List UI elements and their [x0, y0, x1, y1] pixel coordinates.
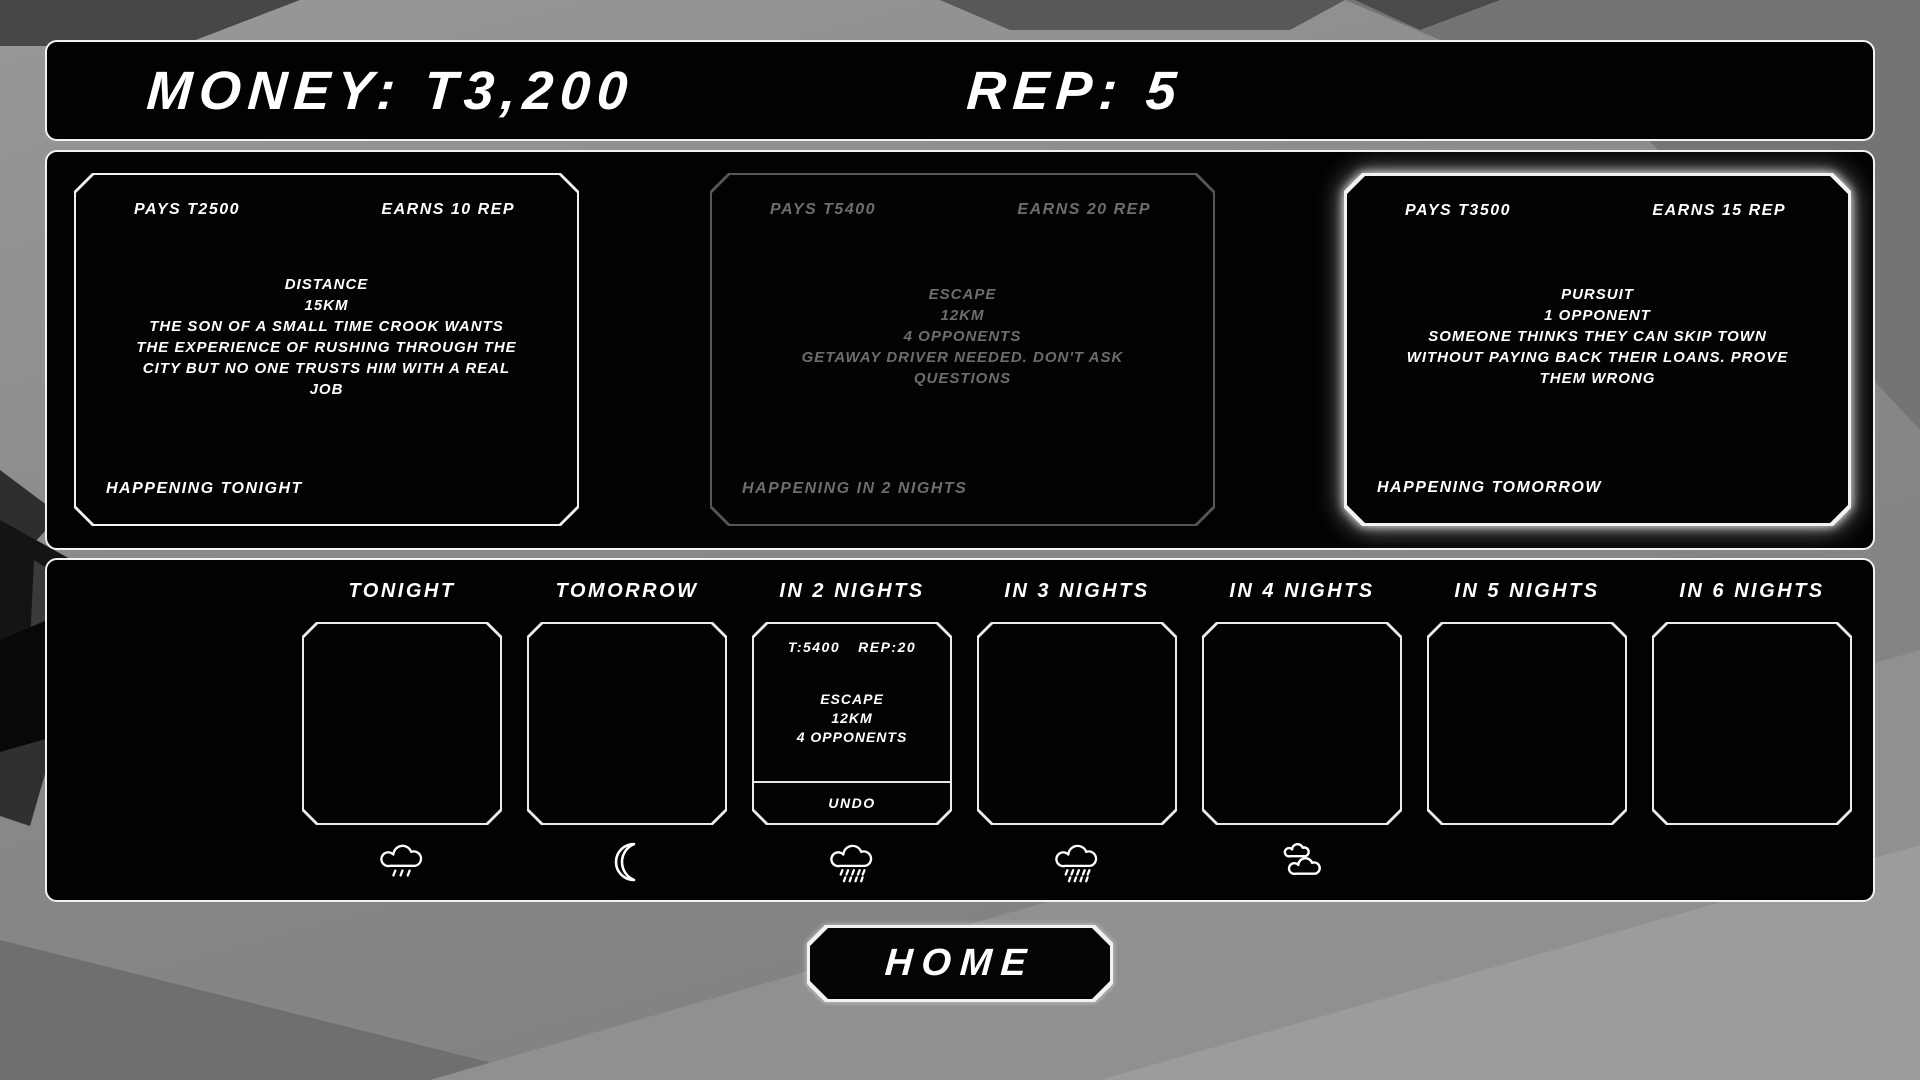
- booking-line: ESCAPE: [820, 690, 884, 707]
- booking-line: 4 OPPONENTS: [796, 728, 908, 745]
- job-desc-line: WITHOUT PAYING BACK THEIR LOANS. PROVE: [1406, 349, 1789, 366]
- rain-heavy-icon: [752, 840, 952, 886]
- home-button[interactable]: HOME: [807, 925, 1113, 1002]
- job-card-frame: PAYS T2500 EARNS 10 REP DISTANCE 15KM TH…: [74, 173, 579, 526]
- schedule-slot[interactable]: [1427, 622, 1627, 825]
- job-pays: PAYS T3500: [1405, 202, 1512, 219]
- schedule-slot[interactable]: [302, 622, 502, 825]
- booking-pay: T:5400: [787, 639, 841, 655]
- undo-label: UNDO: [828, 795, 876, 811]
- moon-icon: [527, 840, 727, 884]
- job-when: HAPPENING IN 2 NIGHTS: [742, 480, 968, 497]
- schedule-slot[interactable]: [977, 622, 1177, 825]
- schedule-slot[interactable]: [1202, 622, 1402, 825]
- schedule-day-in-4-nights: IN 4 NIGHTS: [1202, 560, 1402, 900]
- job-desc-line: ESCAPE: [928, 286, 997, 303]
- job-desc-line: 4 OPPONENTS: [903, 328, 1022, 345]
- job-earns: EARNS 10 REP: [381, 201, 515, 218]
- schedule-day-in-3-nights: IN 3 NIGHTS: [977, 560, 1177, 900]
- schedule-panel: TONIGHT TOMORROW: [45, 558, 1875, 902]
- schedule-day-in-5-nights: IN 5 NIGHTS: [1427, 560, 1627, 900]
- job-when: HAPPENING TONIGHT: [106, 480, 303, 497]
- job-desc-line: 12KM: [940, 307, 985, 324]
- booking-line: 12KM: [831, 709, 873, 726]
- job-desc-line: QUESTIONS: [913, 370, 1012, 387]
- job-earns: EARNS 20 REP: [1017, 201, 1151, 218]
- day-label: TOMORROW: [555, 580, 699, 602]
- schedule-day-in-6-nights: IN 6 NIGHTS: [1652, 560, 1852, 900]
- clouds-icon: [1202, 840, 1402, 884]
- day-label: TONIGHT: [348, 580, 456, 602]
- booking-description: ESCAPE 12KM 4 OPPONENTS: [754, 655, 950, 781]
- job-description: ESCAPE 12KM 4 OPPONENTS GETAWAY DRIVER N…: [712, 219, 1213, 480]
- undo-button[interactable]: UNDO: [754, 781, 950, 823]
- job-desc-line: JOB: [309, 380, 344, 398]
- schedule-day-in-2-nights: IN 2 NIGHTS T:5400 REP:20 ESCAPE 12KM 4 …: [752, 560, 952, 900]
- schedule-day-tomorrow: TOMORROW: [527, 560, 727, 900]
- job-card-frame: PAYS T5400 EARNS 20 REP ESCAPE 12KM 4 OP…: [710, 173, 1215, 526]
- rep-value: REP: 5: [964, 60, 1186, 121]
- home-button-label: HOME: [883, 942, 1037, 984]
- job-description: DISTANCE 15KM THE SON OF A SMALL TIME CR…: [76, 219, 577, 480]
- job-desc-line: DISTANCE: [284, 275, 369, 293]
- schedule-slot[interactable]: [527, 622, 727, 825]
- schedule-day-tonight: TONIGHT: [302, 560, 502, 900]
- schedule-slot-booked[interactable]: T:5400 REP:20 ESCAPE 12KM 4 OPPONENTS UN…: [752, 622, 952, 825]
- job-desc-line: PURSUIT: [1561, 286, 1634, 303]
- booking-rep: REP:20: [858, 639, 917, 655]
- job-desc-line: 1 OPPONENT: [1544, 307, 1651, 324]
- job-description: PURSUIT 1 OPPONENT SOMEONE THINKS THEY C…: [1347, 220, 1848, 479]
- job-desc-line: 15KM: [304, 296, 349, 314]
- day-label: IN 3 NIGHTS: [1004, 580, 1150, 602]
- job-pays: PAYS T5400: [770, 201, 877, 218]
- job-card-tonight[interactable]: PAYS T2500 EARNS 10 REP DISTANCE 15KM TH…: [74, 173, 579, 526]
- jobs-panel: PAYS T2500 EARNS 10 REP DISTANCE 15KM TH…: [45, 150, 1875, 550]
- money-value: MONEY: T3,200: [144, 60, 637, 121]
- rain-heavy-icon: [977, 840, 1177, 886]
- schedule-slot[interactable]: [1652, 622, 1852, 825]
- job-earns: EARNS 15 REP: [1652, 202, 1786, 219]
- job-desc-line: THE SON OF A SMALL TIME CROOK WANTS: [149, 317, 504, 335]
- job-desc-line: THE EXPERIENCE OF RUSHING THROUGH THE: [136, 338, 517, 356]
- rain-light-icon: [302, 840, 502, 884]
- job-desc-line: GETAWAY DRIVER NEEDED. DON'T ASK: [801, 349, 1124, 366]
- job-desc-line: SOMEONE THINKS THEY CAN SKIP TOWN: [1428, 328, 1767, 345]
- job-desc-line: THEM WRONG: [1539, 370, 1656, 387]
- day-label: IN 6 NIGHTS: [1679, 580, 1825, 602]
- day-label: IN 5 NIGHTS: [1454, 580, 1600, 602]
- job-when: HAPPENING TOMORROW: [1377, 479, 1602, 496]
- job-card-in-2-nights[interactable]: PAYS T5400 EARNS 20 REP ESCAPE 12KM 4 OP…: [710, 173, 1215, 526]
- day-label: IN 2 NIGHTS: [779, 580, 925, 602]
- status-bar: MONEY: T3,200 REP: 5: [45, 40, 1875, 141]
- job-desc-line: CITY BUT NO ONE TRUSTS HIM WITH A REAL: [142, 359, 511, 377]
- job-pays: PAYS T2500: [134, 201, 241, 218]
- day-label: IN 4 NIGHTS: [1229, 580, 1375, 602]
- job-card-frame: PAYS T3500 EARNS 15 REP PURSUIT 1 OPPONE…: [1344, 173, 1851, 526]
- job-card-tomorrow[interactable]: PAYS T3500 EARNS 15 REP PURSUIT 1 OPPONE…: [1344, 173, 1851, 526]
